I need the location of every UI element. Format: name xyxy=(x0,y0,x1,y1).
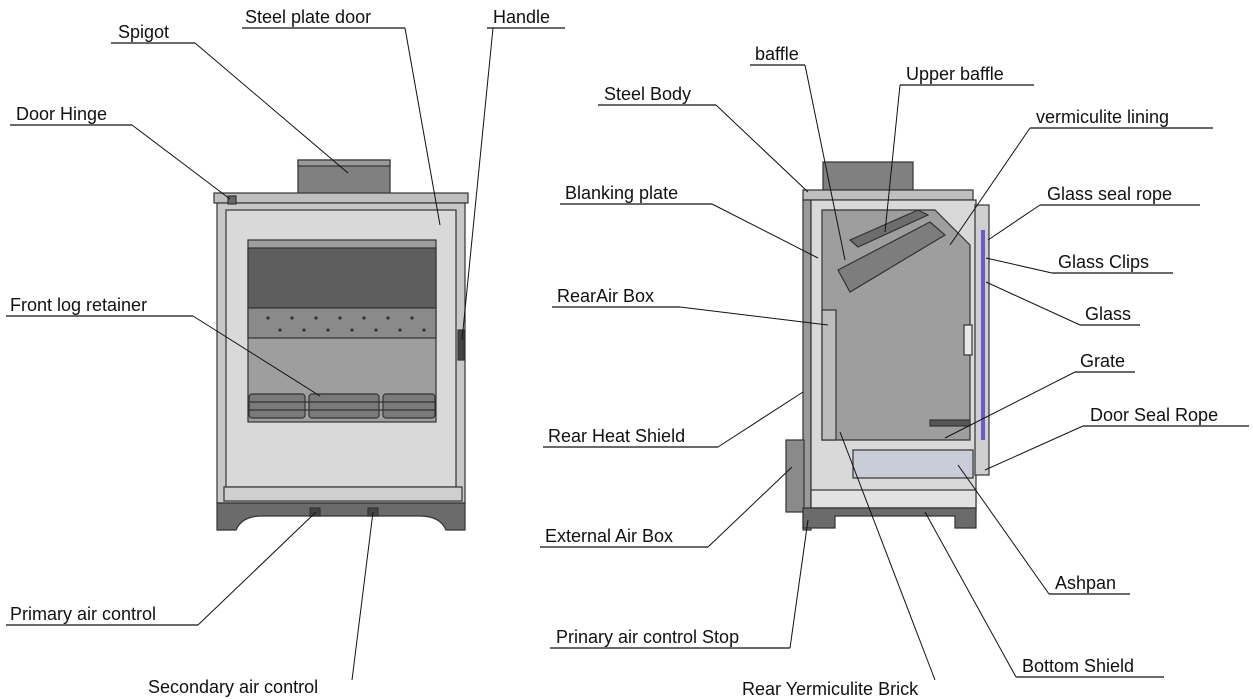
label-upper-baffle: Upper baffle xyxy=(906,64,1004,84)
label-ashpan: Ashpan xyxy=(1055,573,1116,593)
side-glass xyxy=(981,230,985,440)
side-baffle xyxy=(837,221,947,293)
label-door-seal-rope: Door Seal Rope xyxy=(1090,405,1218,425)
labels: Spigot Steel plate door Handle Door Hing… xyxy=(6,7,1249,699)
side-ashpan xyxy=(852,449,974,479)
front-log-retainer-bars xyxy=(248,393,436,419)
side-handle xyxy=(963,324,973,356)
front-spigot-collar xyxy=(297,159,391,167)
label-handle: Handle xyxy=(493,7,550,27)
side-bottom-shield xyxy=(810,489,977,509)
side-upper-baffle xyxy=(848,209,930,248)
front-air-strip xyxy=(247,307,437,339)
label-glass: Glass xyxy=(1085,304,1131,324)
side-rear-air-box xyxy=(821,309,837,441)
label-vermiculite-lining: vermiculite lining xyxy=(1036,107,1169,127)
label-bottom-shield: Bottom Shield xyxy=(1022,656,1134,676)
label-front-log-retainer: Front log retainer xyxy=(10,295,147,315)
label-rearair-box: RearAir Box xyxy=(557,286,654,306)
label-door-hinge: Door Hinge xyxy=(16,104,107,124)
label-blanking-plate: Blanking plate xyxy=(565,183,678,203)
front-primary-control-knob xyxy=(309,507,321,517)
label-prinary-air-control-stop: Prinary air control Stop xyxy=(556,627,739,647)
label-steel-plate-door: Steel plate door xyxy=(245,7,371,27)
label-external-air-box: External Air Box xyxy=(545,526,673,546)
label-grate: Grate xyxy=(1080,351,1125,371)
front-view xyxy=(213,159,469,531)
front-base xyxy=(216,502,466,531)
front-bottom-strip xyxy=(223,486,463,502)
label-rear-heat-shield: Rear Heat Shield xyxy=(548,426,685,446)
front-baffle-area xyxy=(247,247,437,309)
label-glass-seal-rope: Glass seal rope xyxy=(1047,184,1172,204)
side-view xyxy=(785,161,990,531)
label-secondary-air-control: Secondary air control xyxy=(148,677,318,697)
front-top-plate xyxy=(213,192,469,204)
label-steel-body: Steel Body xyxy=(604,84,691,104)
side-spigot xyxy=(822,161,914,191)
label-spigot: Spigot xyxy=(118,22,169,42)
front-air-holes xyxy=(266,316,426,332)
side-base xyxy=(802,507,977,529)
front-hinge xyxy=(227,195,237,205)
label-rear-yermiculite-brick: Rear Yermiculite Brick xyxy=(742,679,919,699)
label-baffle: baffle xyxy=(755,44,799,64)
label-primary-air-control: Primary air control xyxy=(10,604,156,624)
front-handle xyxy=(457,329,465,361)
side-grate xyxy=(929,419,971,427)
side-external-air-box xyxy=(785,439,805,513)
label-glass-clips: Glass Clips xyxy=(1058,252,1149,272)
